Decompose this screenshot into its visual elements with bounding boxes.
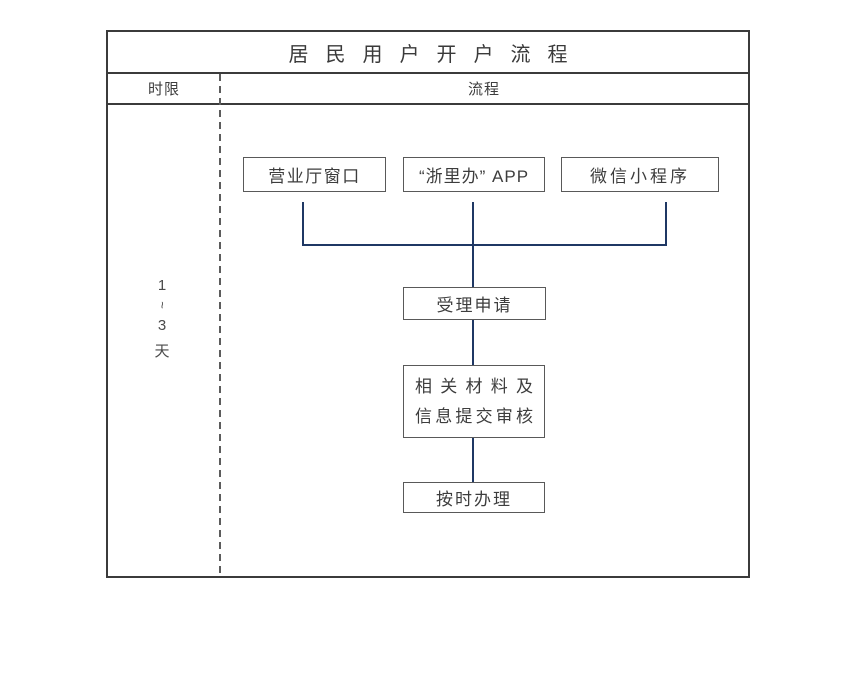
flow-node-hall-window: 营业厅窗口 — [243, 157, 386, 192]
time-limit-min: 1 — [157, 277, 167, 294]
title-row: 居民用户开户流程 — [108, 32, 748, 74]
column-header-process: 流程 — [467, 81, 500, 98]
materials-line-1: 相关材料及 — [415, 376, 533, 396]
flow-node-materials-review: 相关材料及 信息提交审核 — [403, 365, 545, 438]
table-header-row: 时限 流程 — [108, 74, 748, 105]
time-limit-max: 3 — [157, 317, 167, 334]
connector-accept-to-materials-line — [472, 320, 474, 365]
connector-merge-horizontal-line — [302, 244, 667, 246]
connector-materials-to-ontime-line — [472, 438, 474, 482]
column-header-time-limit: 时限 — [147, 81, 180, 98]
flow-node-wechat-miniprogram: 微信小程序 — [561, 157, 719, 192]
flow-node-accept-application: 受理申请 — [403, 287, 546, 320]
materials-line-2: 信息提交审核 — [415, 406, 533, 426]
column-divider-dashed-line — [219, 74, 221, 576]
time-limit-tilde: ~ — [155, 301, 170, 309]
flow-node-on-time-processing: 按时办理 — [403, 482, 545, 513]
time-limit-label: 1 ~ 3 天 — [106, 276, 218, 361]
flow-node-zheliban-app: “浙里办” APP — [403, 157, 545, 192]
connector-right-drop-line — [665, 202, 667, 246]
connector-left-drop-line — [302, 202, 304, 246]
time-limit-unit: 天 — [154, 343, 170, 360]
page-title: 居民用户开户流程 — [288, 43, 585, 66]
